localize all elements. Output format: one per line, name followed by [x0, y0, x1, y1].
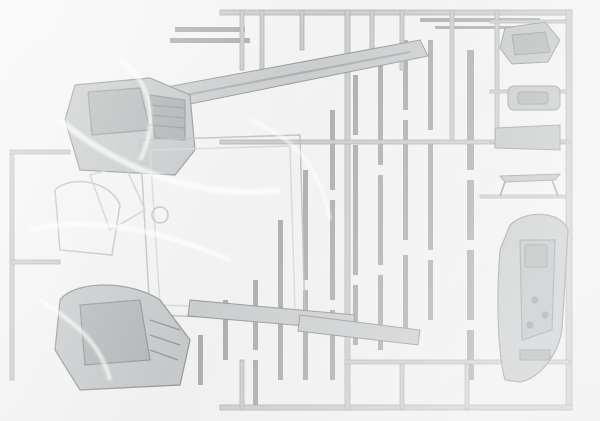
- bag-wrinkles: [29, 58, 332, 381]
